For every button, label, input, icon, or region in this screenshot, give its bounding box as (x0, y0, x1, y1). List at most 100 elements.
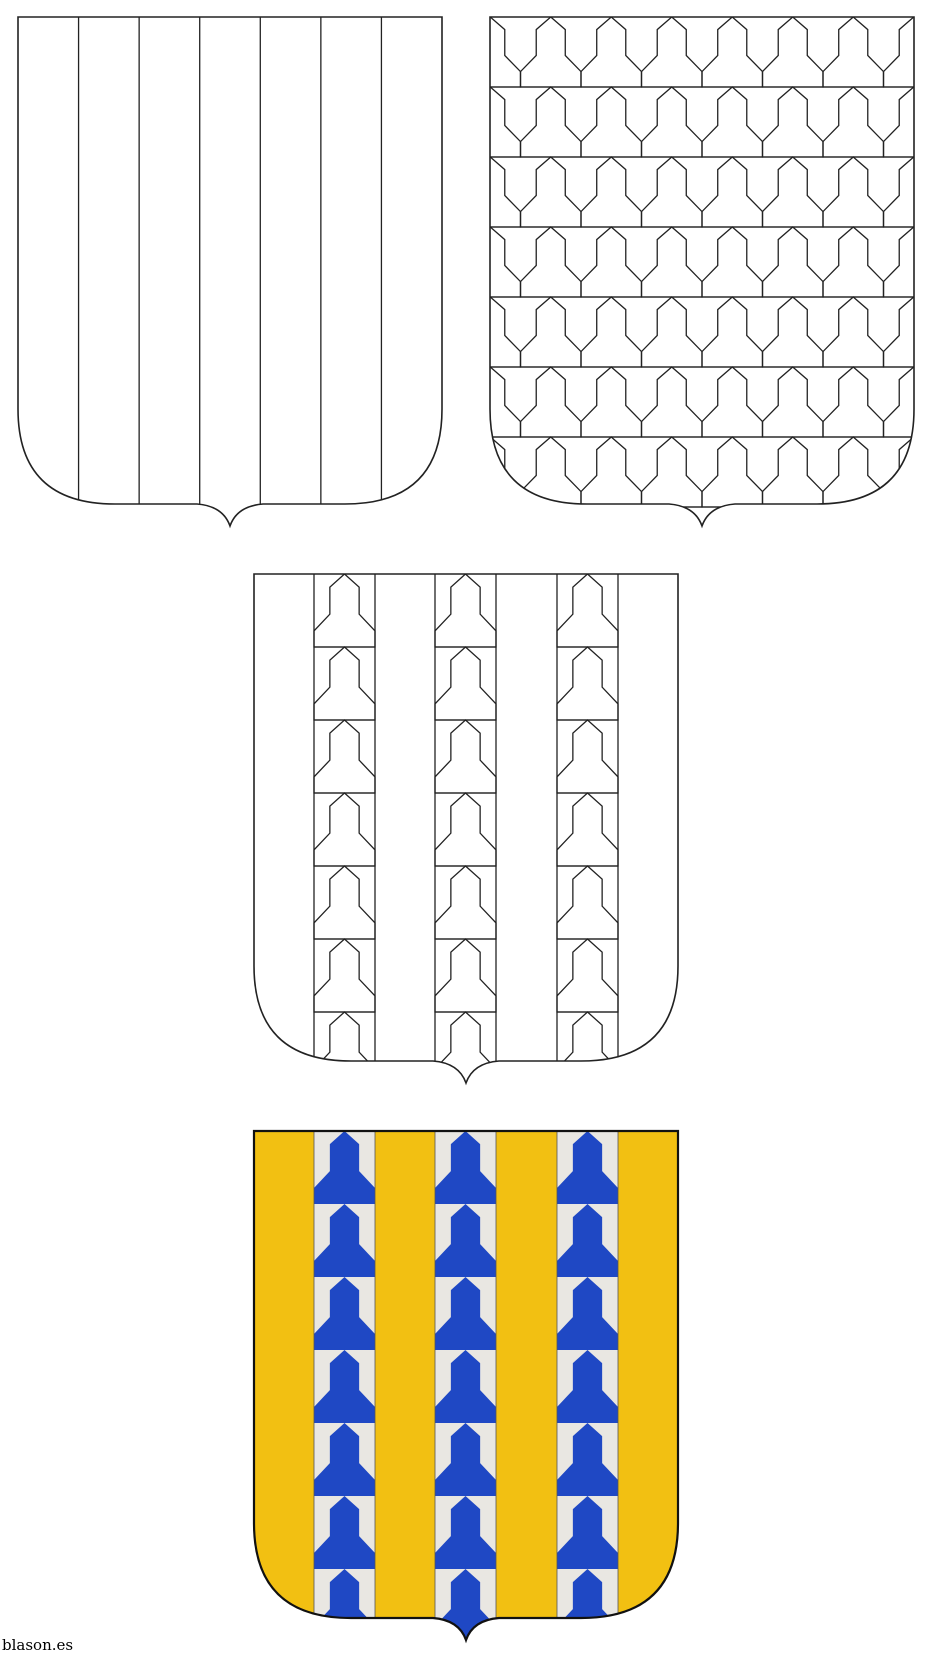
vair-bell (490, 156, 522, 228)
vair-bell-azure (557, 1131, 618, 1204)
shield-pallets-vair-colored (252, 1129, 680, 1644)
vair-bell (490, 296, 522, 368)
vair-bell (434, 1011, 497, 1083)
vair-bell (701, 436, 764, 508)
shield-pallets-vair-outline (253, 573, 679, 1087)
vair-bell (519, 86, 582, 158)
vair-bell (822, 366, 885, 438)
vair-bell (761, 506, 824, 526)
vair-bell (313, 719, 376, 794)
vair-bell (314, 1085, 375, 1087)
vair-bell (519, 156, 582, 228)
vair-bell (434, 865, 497, 940)
vair-bell (580, 506, 643, 526)
pallet-2 (434, 574, 497, 1083)
vair-bell (822, 86, 885, 158)
vair-bell-azure (435, 1496, 496, 1569)
vair-bell-azure (435, 1277, 496, 1350)
vair-bell (557, 1085, 618, 1087)
vair-bell (701, 226, 764, 298)
vair-bell (434, 938, 497, 1013)
vair-bell (313, 574, 376, 648)
vair-bell (490, 436, 522, 508)
watermark-text: blason.es (2, 1636, 74, 1654)
vair-bell (434, 646, 497, 721)
vair-bell-azure (314, 1204, 375, 1277)
vair-bell (882, 17, 914, 88)
vair-bell (822, 296, 885, 368)
vair-bell (580, 17, 643, 88)
vair-bell (490, 506, 522, 526)
vair-bell (580, 226, 643, 298)
vair-bell (556, 792, 619, 867)
vair-bell (519, 366, 582, 438)
vair-bell-azure (557, 1204, 618, 1277)
vair-bell-azure (435, 1204, 496, 1277)
vair-bell (761, 17, 824, 88)
shield-paly-outline (17, 16, 443, 529)
shield-vair-pattern-outline (489, 16, 915, 529)
pallet-colored-2 (434, 1131, 497, 1640)
vair-bell (882, 506, 914, 526)
vair-bell (640, 296, 703, 368)
vair-bell (822, 17, 885, 88)
vair-bell (640, 86, 703, 158)
vair-bell (761, 296, 824, 368)
vair-bell (556, 646, 619, 721)
shield-outline (489, 16, 915, 529)
vair-bell (556, 938, 619, 1013)
vair-bell (822, 226, 885, 298)
vair-bell (761, 156, 824, 228)
vair-bell (761, 436, 824, 508)
vair-bell-azure (435, 1131, 496, 1204)
vair-bell (640, 226, 703, 298)
vair-bell-azure (314, 1642, 375, 1644)
vair-bell (882, 366, 914, 438)
vair-bell (822, 156, 885, 228)
vair-bell (580, 366, 643, 438)
vair-bell (761, 366, 824, 438)
vair-bell-azure (557, 1350, 618, 1423)
vair-bell-azure (314, 1131, 375, 1204)
vair-bell (434, 792, 497, 867)
vair-bell (434, 574, 497, 648)
shield-outline (252, 1129, 680, 1644)
vair-bell (519, 296, 582, 368)
vair-bell (519, 436, 582, 508)
vair-bell (490, 86, 522, 158)
vair-bell (882, 436, 914, 508)
vair-bell-azure (314, 1423, 375, 1496)
vair-bell (313, 865, 376, 940)
vair-bell (640, 156, 703, 228)
vair-bell (701, 366, 764, 438)
vair-bell (556, 719, 619, 794)
shield-outline (253, 573, 679, 1086)
vair-bell (701, 17, 764, 88)
vair-bell (580, 156, 643, 228)
vair-bell (701, 86, 764, 158)
vair-bell (313, 1011, 376, 1083)
vair-bell (556, 1011, 619, 1083)
vair-bell (580, 86, 643, 158)
vair-bell (882, 296, 914, 368)
vair-bell-azure (314, 1496, 375, 1569)
vair-bell (490, 366, 522, 438)
vair-bell (556, 574, 619, 648)
vair-bell (519, 506, 582, 526)
vair-bell (313, 646, 376, 721)
vair-bell (822, 436, 885, 508)
vair-bell-azure (557, 1642, 618, 1644)
shield-field (77, 17, 383, 526)
vair-bell-azure (435, 1350, 496, 1423)
vair-bell (882, 86, 914, 158)
vair-bell (640, 366, 703, 438)
vair-bell-azure (314, 1277, 375, 1350)
vair-bell-azure (435, 1423, 496, 1496)
shield-field (490, 17, 914, 526)
vair-bell (580, 436, 643, 508)
vair-bell (490, 17, 522, 88)
vair-bell (556, 865, 619, 940)
pallet-1 (313, 574, 376, 1087)
vair-bell (490, 226, 522, 298)
vair-bell (882, 156, 914, 228)
